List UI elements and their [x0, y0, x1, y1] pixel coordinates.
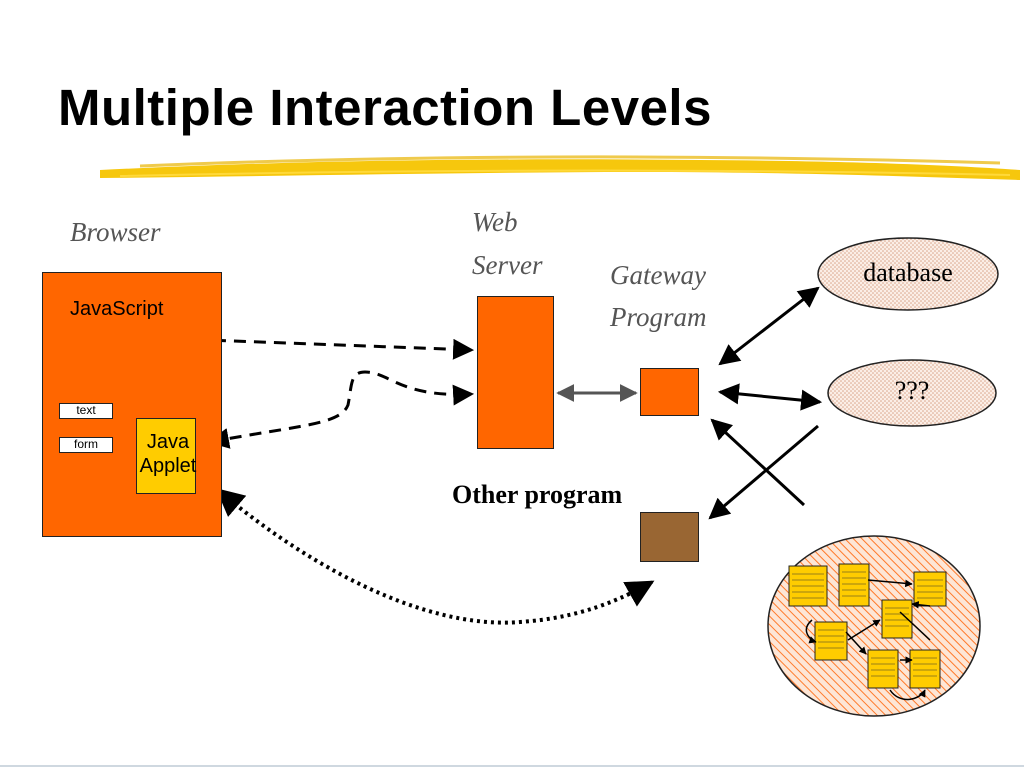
database-oval	[817, 237, 999, 311]
gateway-database-arrow	[718, 286, 820, 366]
applet-webserver-dashed-arrow	[207, 370, 475, 449]
java-applet-box	[136, 418, 196, 494]
gateway-program-box	[640, 368, 699, 416]
other-program-label: Other program	[452, 480, 623, 509]
js-webserver-dashed-arrow	[151, 328, 475, 360]
network-mini-boxes	[788, 563, 947, 701]
gateway-label: Gateway	[610, 260, 706, 290]
database-label: database	[863, 258, 953, 287]
otherprogram-unknown-arrow	[708, 424, 819, 520]
slide-title: Multiple Interaction Levels	[58, 79, 712, 136]
applet-otherprogram-dotted-arrow	[215, 488, 655, 625]
program-label: Program	[610, 302, 707, 332]
java-applet-label-line2: Applet	[139, 455, 197, 477]
unknown-resource-oval	[827, 359, 997, 427]
title-highlight-stroke	[100, 155, 1020, 180]
form-field-tag: form	[59, 437, 113, 453]
browser-label: Browser	[70, 217, 161, 247]
web-label: Web	[472, 207, 518, 237]
other-programs-network-oval	[767, 535, 981, 717]
gateway-network-arrow	[710, 418, 806, 507]
gateway-unknown-arrow	[717, 383, 823, 411]
javascript-label: JavaScript	[70, 298, 164, 320]
unknown-resource-label: ???	[894, 376, 930, 405]
text-field-tag: text	[59, 403, 113, 419]
java-applet-label-line1: Java	[146, 431, 190, 453]
other-program-box	[640, 512, 699, 562]
java-applet-label: Java Applet	[128, 430, 208, 478]
web-server-box	[477, 296, 554, 449]
server-label: Server	[472, 250, 543, 280]
